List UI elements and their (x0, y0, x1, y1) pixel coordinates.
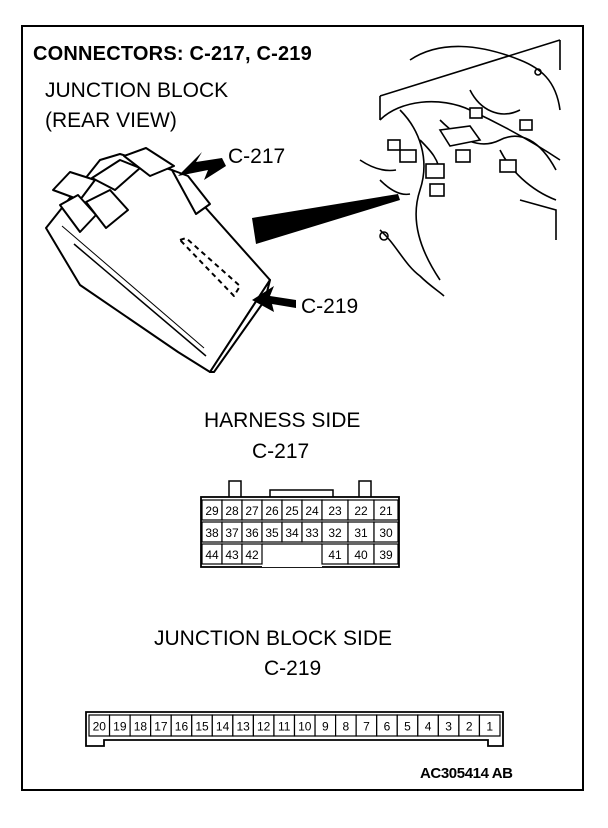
c217-pin-43-label: 43 (225, 548, 239, 562)
vehicle-dashboard-illustration (359, 39, 561, 297)
c217-pin-21-label: 21 (379, 504, 393, 518)
junction-block-illustration (45, 147, 271, 373)
junction-block-label: JUNCTION BLOCK (45, 79, 229, 102)
c219-pin-17-label: 17 (154, 720, 168, 734)
c219-pin-4-label: 4 (425, 720, 432, 734)
c217-pin-42-label: 42 (245, 548, 259, 562)
callout-c217: C-217 (228, 145, 286, 168)
figure-id: AC305414 AB (420, 765, 513, 782)
c217-pin-21-cell (373, 499, 399, 521)
c219-pin-14-label: 14 (216, 720, 230, 734)
c219-pin-2-label: 2 (466, 720, 473, 734)
c219-pin-16-label: 16 (175, 720, 189, 734)
harness-connector-c217-pins: 29 28 27 26 25 24 23 22 21 38 37 36 35 34 33 32 31 30 44 43… (201, 499, 399, 565)
c219-pin-20-label: 20 (93, 720, 107, 734)
harness-side-connector-label: C-217 (252, 440, 310, 463)
c217-pin-32-label: 32 (328, 526, 342, 540)
c219-pin-8-label: 8 (343, 720, 350, 734)
pointer-wedge (252, 194, 400, 244)
callout-c219: C-219 (301, 295, 359, 318)
c217-pin-30-cell (373, 521, 399, 543)
c219-pin-7-label: 7 (363, 720, 370, 734)
c219-pin-10-label: 10 (298, 720, 312, 734)
diagram-frame (21, 25, 584, 791)
c219-pin-19-label: 19 (113, 720, 127, 734)
c217-pin-39-cell (373, 543, 399, 565)
c217-pin-29-label: 29 (205, 504, 219, 518)
c219-pin-11-label: 11 (278, 720, 291, 734)
arrow-c219-icon (252, 286, 296, 312)
c219-pin-1-cell (478, 714, 501, 737)
c219-pin-12-label: 12 (257, 720, 271, 734)
c219-pin-15-label: 15 (195, 720, 209, 734)
c217-pin-44-label: 44 (205, 548, 219, 562)
c217-pin-38-label: 38 (205, 526, 219, 540)
c217-pin-27-label: 27 (245, 504, 259, 518)
c219-pin-3-label: 3 (445, 720, 452, 734)
c217-pin-31-label: 31 (354, 526, 368, 540)
c217-pin-42-cell (241, 543, 263, 565)
c219-pin-18-label: 18 (134, 720, 148, 734)
c219-pin-13-label: 13 (236, 720, 250, 734)
junction-block-view-label: (REAR VIEW) (45, 109, 177, 132)
c219-pin-6-label: 6 (384, 720, 391, 734)
c217-pin-35-label: 35 (265, 526, 279, 540)
diagram-title: CONNECTORS: C-217, C-219 (33, 43, 312, 65)
c217-pin-30-label: 30 (379, 526, 393, 540)
harness-side-title: HARNESS SIDE (204, 409, 361, 432)
c217-pin-34-label: 34 (285, 526, 299, 540)
c217-pin-25-label: 25 (285, 504, 299, 518)
arrow-c217-icon (178, 152, 226, 180)
c217-pin-23-label: 23 (328, 504, 342, 518)
junction-block-side-connector-label: C-219 (264, 657, 322, 680)
c219-pin-9-label: 9 (322, 720, 329, 734)
c217-pin-24-label: 24 (305, 504, 319, 518)
c217-pin-26-label: 26 (265, 504, 279, 518)
c217-pin-33-label: 33 (305, 526, 319, 540)
c217-pin-28-label: 28 (225, 504, 239, 518)
c217-pin-37-label: 37 (225, 526, 239, 540)
c217-pin-40-label: 40 (354, 548, 368, 562)
c217-pin-39-label: 39 (379, 548, 393, 562)
c219-pin-1-label: 1 (486, 720, 493, 734)
c219-pin-5-label: 5 (404, 720, 411, 734)
c217-pin-22-label: 22 (354, 504, 368, 518)
c217-pin-41-label: 41 (328, 548, 342, 562)
junction-block-side-title: JUNCTION BLOCK SIDE (154, 627, 393, 650)
c217-pin-36-label: 36 (245, 526, 259, 540)
